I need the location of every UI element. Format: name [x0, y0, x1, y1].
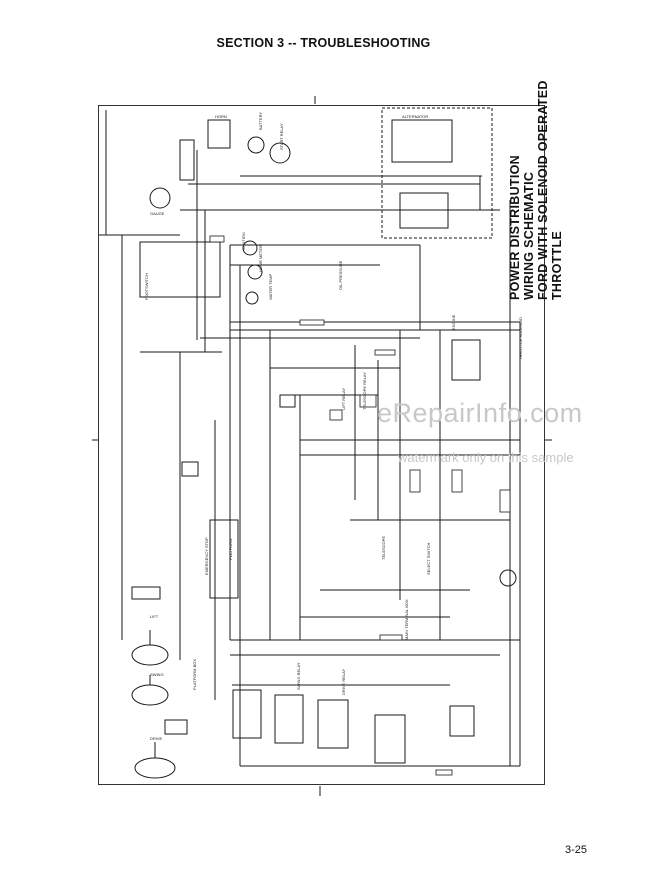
label-throttle-solenoid: THROTTLE SOLENOID: [518, 317, 523, 360]
label-lift-relay: LIFT RELAY: [341, 388, 346, 410]
label-oil-pressure: OIL PRESSURE: [338, 260, 343, 290]
diagram-title-line-1: POWER DISTRIBUTION: [508, 155, 522, 300]
watermark-brand: eRepairInfo.com: [377, 398, 583, 428]
diagram-title: POWER DISTRIBUTION WIRING SCHEMATIC FORD…: [508, 80, 564, 300]
label-start-relay: START RELAY: [279, 123, 284, 150]
label-alternator: ALTERNATOR: [402, 114, 428, 119]
watermark-note: watermark only on this sample: [398, 450, 574, 465]
label-telescope-relay: TELESCOPE RELAY: [362, 372, 367, 410]
label-select-switch: SELECT SWITCH: [426, 543, 431, 575]
label-telescope: TELESCOPE: [381, 536, 386, 560]
diagram-title-line-4: THROTTLE: [550, 230, 564, 300]
label-platform-box: PLATFORM BOX: [192, 659, 197, 690]
label-drive-relay: DRIVE RELAY: [341, 669, 346, 695]
schematic-frame: [98, 105, 545, 785]
label-drive: DRIVE: [150, 736, 163, 741]
label-emergency-stop: EMERGENCY STOP: [204, 537, 209, 575]
diagram-title-line-2: WIRING SCHEMATIC: [522, 171, 536, 300]
label-main-terminal-box: MAIN TERMINAL BOX: [404, 599, 409, 640]
label-water-temp: WATER TEMP: [268, 274, 273, 300]
label-lift: LIFT: [150, 614, 159, 619]
label-battery: BATTERY: [258, 112, 263, 130]
label-swing-relay: SWING RELAY: [296, 662, 301, 690]
page-number: 3-25: [565, 844, 588, 856]
page-title: SECTION 3 -- TROUBLESHOOTING: [216, 36, 431, 50]
label-platform: PLATFORM: [228, 539, 233, 560]
diagram-title-line-3: FORD WITH SOLENOID OPERATED: [536, 80, 550, 300]
label-hour-meter: HOUR METER: [258, 245, 263, 272]
label-engine: ENGINE: [451, 314, 456, 330]
label-gauge: GAUGE: [150, 211, 165, 216]
label-footswitch: FOOTSWITCH: [144, 273, 149, 300]
label-ignition: IGNITION: [241, 232, 246, 250]
label-swing: SWING: [150, 672, 164, 677]
label-horn: HORN: [215, 114, 227, 119]
